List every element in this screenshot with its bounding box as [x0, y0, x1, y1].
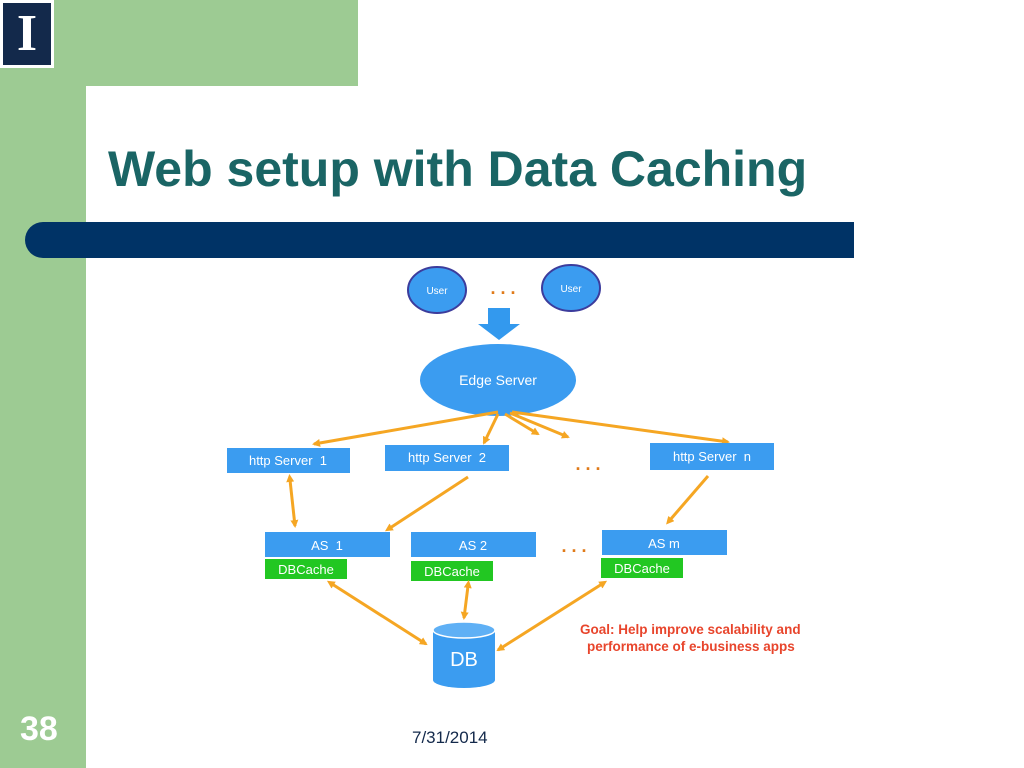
- edge-to-http2-arrow: [482, 413, 500, 445]
- top-green-band: [0, 0, 358, 86]
- http-server-2: [385, 445, 509, 471]
- slide-date: 7/31/2014: [412, 728, 488, 747]
- app-server-2-label: AS 2: [459, 538, 487, 553]
- edge-server-label: Edge Server: [459, 372, 537, 388]
- university-logo: I: [0, 0, 54, 68]
- cache1-db-arrow: [326, 580, 428, 646]
- left-green-band: [0, 0, 86, 768]
- user-node-1: [407, 266, 467, 314]
- user-label-1: User: [426, 286, 448, 297]
- slide-title: Web setup with Data Caching: [108, 141, 808, 197]
- dbcache-m: [599, 556, 685, 580]
- goal-text-line1: Goal: Help improve scalability and: [580, 622, 801, 637]
- as-ellipsis: . . .: [561, 536, 586, 556]
- app-server-m-label: AS m: [648, 536, 680, 551]
- web-caching-diagram: User . . . User Edge Server http Server …: [227, 264, 801, 688]
- goal-text-line2: performance of e-business apps: [587, 639, 795, 654]
- block-i-icon: I: [3, 3, 51, 65]
- app-server-1: [265, 532, 390, 557]
- httpn-asm-arrow: [666, 475, 710, 525]
- user-label-2: User: [560, 284, 582, 295]
- dbcache-1: [263, 557, 349, 581]
- title-underline-bar: [25, 222, 854, 258]
- http-ellipsis: . . .: [575, 454, 600, 474]
- http-server-2-label: http Server 2: [408, 450, 486, 465]
- database-icon: [432, 621, 496, 688]
- http-server-1: [227, 448, 350, 473]
- edge-to-mid-arrow-1: [504, 412, 540, 436]
- slide-number: 38: [20, 710, 58, 748]
- database-label: DB: [450, 649, 478, 671]
- http-server-1-label: http Server 1: [249, 453, 327, 468]
- http2-as1-arrow: [384, 475, 469, 532]
- dbcache-1-label: DBCache: [278, 562, 334, 577]
- cache2-db-arrow: [460, 580, 472, 620]
- cachem-db-arrow: [496, 580, 608, 652]
- content-corner: [86, 86, 206, 206]
- http-server-n: [650, 443, 774, 470]
- http1-as1-arrow: [286, 474, 299, 528]
- app-server-m: [602, 530, 727, 555]
- user-node-2: [541, 264, 601, 312]
- user-ellipsis: . . .: [490, 278, 515, 298]
- edge-to-http1-arrow: [312, 410, 499, 447]
- down-arrow-icon: [478, 308, 520, 340]
- edge-to-mid-arrow-2: [509, 411, 570, 439]
- app-server-2: [411, 532, 536, 557]
- edge-server-node: [420, 344, 576, 416]
- dbcache-m-label: DBCache: [614, 561, 670, 576]
- http-server-n-label: http Server n: [673, 449, 751, 464]
- dbcache-2-label: DBCache: [424, 564, 480, 579]
- app-server-1-label: AS 1: [311, 538, 343, 553]
- edge-to-httpn-arrow: [511, 410, 730, 446]
- dbcache-2: [409, 559, 495, 583]
